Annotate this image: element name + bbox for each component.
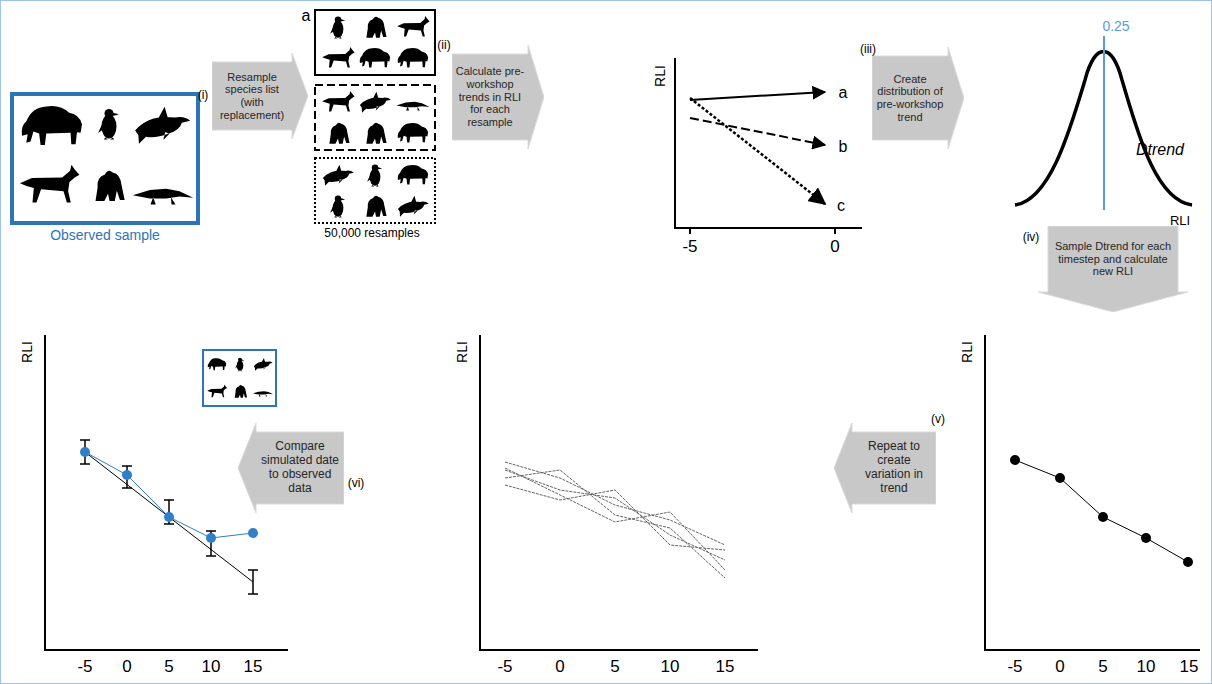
arrow-outline (872, 47, 964, 149)
line-label: c (837, 197, 845, 215)
tick-label: 15 (1180, 658, 1199, 677)
process-text: Compare simulated date to observed data (259, 440, 341, 495)
process-arrow: Resample species list (with replacement) (212, 53, 308, 139)
axis-label: RLI (1170, 214, 1190, 228)
value-label: 0.25 (1102, 19, 1129, 34)
tick-label: 5 (1098, 658, 1107, 677)
tick-label: -5 (77, 658, 92, 677)
axis-label: RLI (455, 341, 470, 363)
tick-label: 0 (555, 658, 564, 677)
sample-box: Observed sample (10, 92, 200, 225)
tick-label: 0 (830, 238, 839, 257)
distribution-label: Dtrend (1136, 141, 1184, 159)
axis-label: RLI (653, 65, 668, 87)
arrow-outline (238, 423, 344, 513)
tick-label: -5 (682, 238, 697, 257)
tick-label: 5 (164, 658, 173, 677)
step-number: (vi) (348, 477, 365, 490)
arrow-outline (452, 45, 544, 149)
arrow-outline (834, 423, 936, 513)
tick-label: 10 (661, 658, 680, 677)
process-arrow: Calculate pre-workshop trends in RLI for… (452, 45, 544, 149)
tick-label: 15 (244, 658, 263, 677)
tick-label: -5 (1007, 658, 1022, 677)
axis-label: RLI (20, 341, 35, 363)
process-arrow: Compare simulated date to observed data (238, 423, 344, 513)
tick-label: 10 (202, 658, 221, 677)
process-text: Resample species list (with replacement) (215, 71, 289, 122)
step-number: (ii) (437, 39, 450, 52)
tick-label: 0 (1055, 658, 1064, 677)
process-text: Sample Dtrend for each timestep and calc… (1051, 240, 1175, 278)
process-text: Calculate pre-workshop trends in RLI for… (455, 65, 525, 128)
tick-label: 10 (1137, 658, 1156, 677)
line-label: a (839, 84, 848, 102)
note: 50,000 resamples (324, 227, 419, 240)
sample-caption: Observed sample (50, 227, 160, 243)
step-number: (iii) (860, 43, 876, 56)
process-arrow: Create distribution of pre-workshop tren… (872, 47, 964, 149)
process-text: Create distribution of pre-workshop tren… (875, 73, 945, 124)
process-arrow: Sample Dtrend for each timestep and calc… (1038, 226, 1188, 312)
step-number: (i) (198, 89, 209, 102)
tick-label: 15 (716, 658, 735, 677)
step-number: (v) (931, 413, 945, 426)
process-text: Repeat to create variation in trend (855, 440, 933, 495)
axis-label: RLI (960, 341, 975, 363)
panel-letter: a (302, 7, 311, 25)
step-number: (iv) (1023, 231, 1040, 244)
tick-label: 5 (610, 658, 619, 677)
tick-label: 0 (122, 658, 131, 677)
arrow-outline (212, 53, 308, 139)
process-arrow: Repeat to create variation in trend (834, 423, 936, 513)
line-label: b (839, 138, 848, 156)
tick-label: -5 (497, 658, 512, 677)
arrow-outline (1038, 226, 1188, 312)
